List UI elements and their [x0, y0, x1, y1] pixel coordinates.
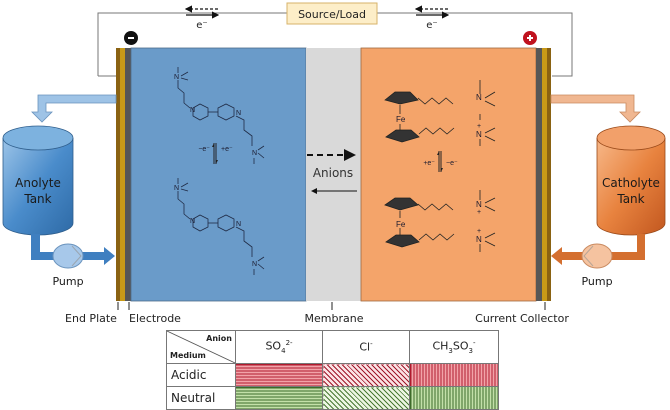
source-load-label: Source/Load [298, 8, 366, 21]
anolyte-tank-label-line2: Tank [23, 192, 51, 206]
n-atom: N [190, 107, 195, 114]
n-atom: N [476, 93, 482, 102]
formula-subscript: 3 [468, 346, 473, 355]
source-load-box: Source/Load [286, 2, 378, 25]
n-atom: N [476, 130, 482, 139]
left-cell-stack [116, 48, 131, 301]
column-header-sulfate: SO42- [235, 330, 323, 364]
right-pump-label: Pump [581, 275, 612, 288]
current-collector-label: Current Collector [475, 312, 569, 325]
n-atom: N [252, 150, 257, 157]
left-electrode [125, 48, 131, 301]
anolyte-return-pipe [31, 94, 117, 123]
anolyte-chamber [130, 47, 307, 302]
charge-plus: + [477, 228, 481, 235]
table-row-acidic: Acidic [166, 363, 499, 387]
charge-plus: + [477, 123, 481, 130]
left-end-plate [116, 48, 120, 301]
formula-charge: 2- [285, 339, 293, 348]
table-corner-cell: Anion Medium [166, 330, 236, 364]
viologen-reduced-molecule [177, 67, 265, 164]
cell-neutral-methanesulfonate [409, 386, 499, 410]
fe-atom: Fe [396, 115, 406, 124]
catholyte-return-pipe [550, 94, 641, 123]
electron-flow-right: e⁻ [414, 5, 450, 31]
catholyte-chamber [360, 47, 537, 302]
right-current-collector [542, 48, 547, 301]
n-atom: N [236, 221, 241, 228]
anolyte-tank: Anolyte Tank [2, 125, 74, 236]
n-atom: N [190, 218, 195, 225]
formula-base: SO [265, 339, 282, 353]
right-end-plate [547, 48, 551, 301]
fe-atom: Fe [396, 220, 406, 229]
catholyte-equilibrium-arrows: +e⁻ −e⁻ [423, 151, 458, 172]
catholyte-tank: Catholyte Tank [596, 125, 666, 236]
anolyte-redox-right: +e⁻ [221, 146, 233, 153]
column-header-methanesulfonate: CH3SO3- [409, 330, 499, 364]
n-atom: N [252, 261, 257, 268]
cell-neutral-chloride [322, 386, 410, 410]
catholyte-redox-left: +e⁻ [423, 160, 435, 167]
table-row-neutral: Neutral [166, 386, 499, 410]
membrane-label: Membrane [305, 312, 364, 325]
electrode-label: Electrode [129, 312, 181, 325]
row-label-neutral: Neutral [166, 386, 236, 410]
anion-medium-table: Anion Medium SO42- Cl- CH3SO3- Acidic Ne… [166, 330, 499, 410]
formula-charge: - [473, 339, 476, 348]
left-pump-label: Pump [52, 275, 83, 288]
formula-mid: SO [452, 339, 469, 353]
ferrocene-oxidized-molecule [384, 80, 496, 146]
medium-header: Medium [170, 351, 206, 360]
electron-label-left: e⁻ [196, 20, 207, 31]
cell-acidic-chloride [322, 363, 410, 387]
n-atom: N [174, 185, 179, 192]
negative-terminal-icon [124, 31, 138, 45]
formula-charge: - [370, 340, 373, 349]
formula-subscript: 3 [448, 346, 453, 355]
column-header-chloride: Cl- [322, 330, 410, 364]
catholyte-tank-label-line2: Tank [616, 192, 644, 206]
component-label-ticks [117, 302, 546, 310]
n-atom: N [476, 235, 482, 244]
table-header-row: Anion Medium SO42- Cl- CH3SO3- [166, 330, 499, 364]
anolyte-feed-pipe [31, 234, 115, 265]
ferrocene-reduced-molecule [384, 190, 496, 252]
row-label-acidic: Acidic [166, 363, 236, 387]
electron-label-right: e⁻ [426, 20, 437, 31]
cell-acidic-methanesulfonate [409, 363, 499, 387]
anolyte-equilibrium-arrows: −e⁻ +e⁻ [198, 143, 233, 164]
anion-header: Anion [206, 334, 232, 343]
external-circuit [97, 12, 573, 77]
n-atom: N [476, 200, 482, 209]
anions-label: Anions [313, 166, 353, 180]
left-current-collector [120, 48, 125, 301]
positive-terminal-icon [523, 31, 537, 45]
catholyte-tank-label-line1: Catholyte [602, 176, 660, 190]
right-pump-icon: Pump [581, 243, 613, 288]
n-atom: N [236, 110, 241, 117]
viologen-oxidized-molecule [177, 178, 265, 275]
formula-base: Cl [359, 340, 371, 354]
charge-plus: + [477, 209, 481, 216]
left-pump-icon: Pump [52, 243, 84, 288]
right-electrode [536, 48, 542, 301]
anolyte-redox-left: −e⁻ [198, 146, 210, 153]
formula-subscript: 4 [281, 346, 286, 355]
anion-transport: Anions [307, 149, 357, 194]
n-atom: N [174, 74, 179, 81]
cell-neutral-sulfate [235, 386, 323, 410]
formula-base: CH [432, 339, 449, 353]
end-plate-label: End Plate [65, 312, 117, 325]
electron-flow-left: e⁻ [184, 5, 220, 31]
catholyte-redox-right: −e⁻ [446, 160, 458, 167]
anolyte-tank-label-line1: Anolyte [15, 176, 61, 190]
catholyte-feed-pipe [551, 234, 645, 265]
right-cell-stack [536, 48, 551, 301]
cell-acidic-sulfate [235, 363, 323, 387]
membrane [306, 48, 361, 301]
